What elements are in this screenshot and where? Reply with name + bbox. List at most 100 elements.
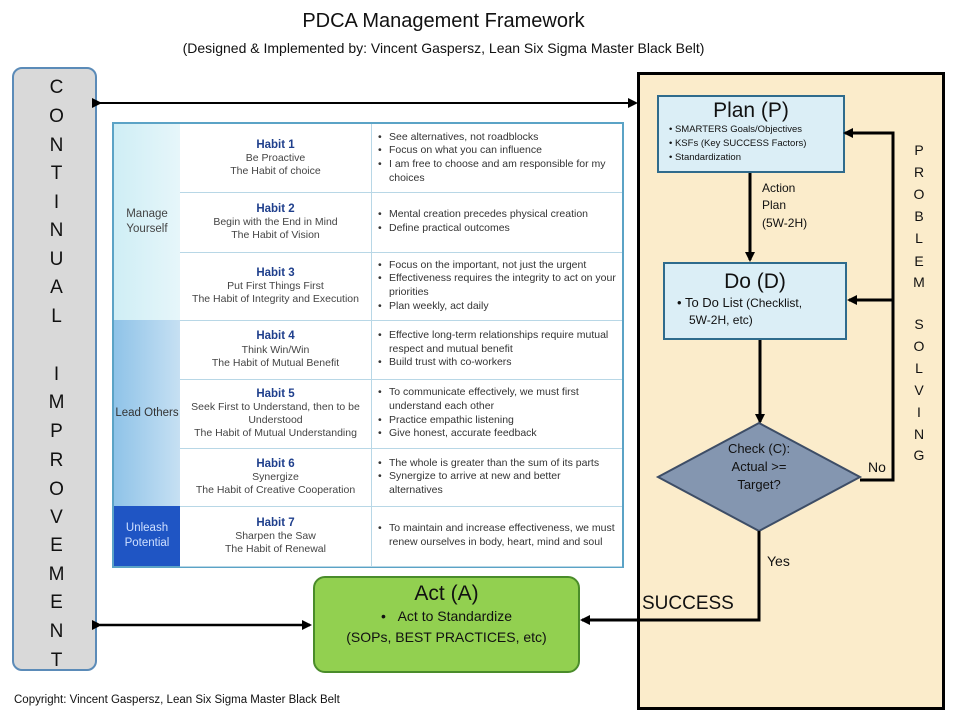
copyright: Copyright: Vincent Gaspersz, Lean Six Si… — [14, 694, 340, 706]
habit-bullet: Plan weekly, act daily — [378, 300, 616, 314]
habit-bullet: Effectiveness requires the integrity to … — [378, 272, 616, 299]
page-subtitle: (Designed & Implemented by: Vincent Gasp… — [182, 40, 705, 56]
habit-line2: The Habit of Mutual Benefit — [211, 356, 340, 369]
ci-letter: O — [49, 106, 64, 127]
ci-letter: R — [49, 450, 64, 471]
habit-line1: Be Proactive — [245, 152, 306, 165]
habit-name: Habit 7 — [256, 516, 295, 529]
ci-letter: A — [50, 277, 63, 298]
habit-name: Habit 5 — [256, 387, 295, 400]
do-bullet-cont: 5W-2H, etc) — [689, 313, 753, 328]
habit-line1: Put First Things First — [227, 280, 324, 293]
habit-line1: Begin with the End in Mind — [213, 216, 338, 229]
habit-bullet: I am free to choose and am responsible f… — [378, 158, 616, 185]
do-box: Do (D) • To Do List (Checklist, 5W-2H, e… — [663, 262, 847, 340]
ci-letter: V — [50, 507, 63, 528]
check-label: Check (C): Actual >= Target? — [727, 441, 791, 493]
habit-bullets: See alternatives, not roadblocksFocus on… — [378, 124, 616, 192]
habit-line2: The Habit of Vision — [231, 229, 320, 242]
category-lead-others: Lead Others — [114, 320, 180, 506]
habit-bullets: Focus on the important, not just the urg… — [378, 252, 616, 320]
yes-label: Yes — [767, 553, 790, 569]
habit-bullet: The whole is greater than the sum of its… — [378, 457, 616, 471]
ci-letter: O — [49, 479, 64, 500]
habit-name: Habit 4 — [256, 330, 295, 343]
habit-bullets: Mental creation precedes physical creati… — [378, 192, 616, 252]
plan-bullet: • Standardization — [669, 151, 741, 163]
problem-solving-letter: G — [913, 447, 925, 463]
habit-line1: Sharpen the Saw — [235, 530, 316, 543]
ci-letter: P — [50, 421, 63, 442]
habit-name: Habit 1 — [256, 138, 295, 151]
do-title: Do (D) — [724, 270, 786, 293]
problem-solving-letter: L — [915, 360, 923, 376]
ci-letter: T — [50, 163, 63, 184]
problem-solving-letter: B — [914, 208, 924, 224]
problem-solving-letter: O — [913, 186, 925, 202]
problem-solving-letter: P — [914, 142, 924, 158]
plan-title: Plan (P) — [713, 99, 789, 122]
act-title: Act (A) — [414, 582, 479, 605]
ci-letter: C — [49, 77, 64, 98]
habit-bullet: Mental creation precedes physical creati… — [378, 208, 616, 222]
seven-habits-table: Manage Yourself Lead Others Unleash Pote… — [112, 122, 624, 568]
ci-letter: E — [50, 592, 63, 613]
act-bullet: • Act to Standardize — [381, 608, 512, 624]
category-manage-yourself: Manage Yourself — [114, 124, 180, 320]
habit-bullet: Focus on what you can influence — [378, 144, 616, 158]
ci-letter: N — [49, 135, 64, 156]
ci-letter: M — [48, 392, 65, 413]
habit-bullet: Build trust with co-workers — [378, 356, 616, 370]
ci-letter: I — [53, 192, 60, 213]
habit-line1: Synergize — [252, 471, 299, 484]
problem-solving-letter: N — [913, 426, 925, 442]
habit-bullet: To communicate effectively, we must firs… — [378, 386, 616, 413]
habit-line2: The Habit of Renewal — [225, 543, 326, 556]
habit-line2: The Habit of Creative Cooperation — [195, 484, 356, 497]
act-line2: (SOPs, BEST PRACTICES, etc) — [346, 629, 547, 645]
ci-letter: U — [49, 249, 64, 270]
habit-bullet: Give honest, accurate feedback — [378, 427, 616, 441]
habit-name: Habit 2 — [256, 202, 295, 215]
habit-bullets: The whole is greater than the sum of its… — [378, 448, 616, 506]
habit-bullets: Effective long-term relationships requir… — [378, 320, 616, 379]
problem-solving-letter: M — [913, 274, 925, 290]
habit-bullets: To communicate effectively, we must firs… — [378, 379, 616, 448]
habit-name: Habit 6 — [256, 457, 295, 470]
habit-bullet: Synergize to arrive at new and better al… — [378, 470, 616, 497]
no-label: No — [868, 459, 886, 475]
habit-name: Habit 3 — [256, 266, 295, 279]
habit-bullet: Practice empathic listening — [378, 414, 616, 428]
ci-letter: M — [48, 564, 65, 585]
no-loop-arrow — [843, 128, 895, 482]
ci-letter: T — [50, 650, 63, 671]
problem-solving-letter: O — [913, 338, 925, 354]
habit-line1: Think Win/Win — [241, 343, 310, 356]
success-label: SUCCESS — [642, 593, 734, 614]
habit-bullet: See alternatives, not roadblocks — [378, 131, 616, 145]
plan-bullet: • SMARTERS Goals/Objectives — [669, 124, 803, 135]
action-plan-label: Action Plan (5W-2H) — [762, 181, 808, 230]
habit-line2: The Habit of choice — [230, 165, 321, 178]
ci-letter: N — [49, 621, 64, 642]
problem-solving-letter: V — [914, 382, 924, 398]
habit-line2: The Habit of Integrity and Execution — [192, 293, 359, 306]
habit-line2: The Habit of Mutual Understanding — [194, 427, 357, 440]
category-unleash-potential: Unleash Potential — [114, 506, 180, 566]
yes-to-act-arrow — [580, 531, 761, 625]
habit-bullet: Define practical outcomes — [378, 222, 616, 236]
